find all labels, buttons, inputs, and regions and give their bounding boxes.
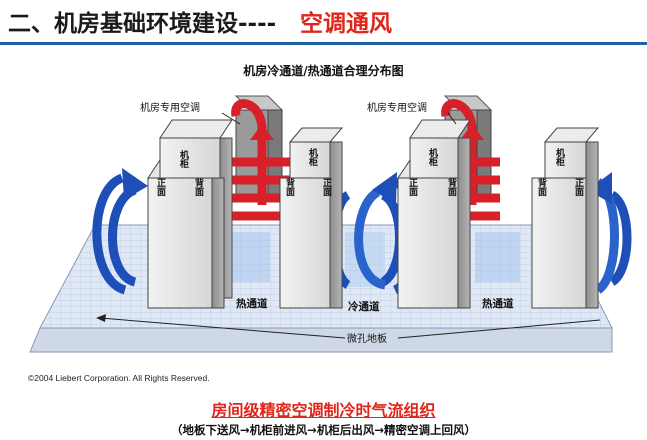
cabinet-3-label: 机柜 (427, 147, 439, 167)
caption-subtitle: （地板下送风→机柜前进风→机柜后出风→精密空调上回风） (171, 423, 476, 437)
hot-air-arrowheads (250, 124, 484, 140)
cabinet-4-back: 背面 (536, 177, 547, 197)
title-divider (0, 42, 647, 45)
floor-leaders (99, 317, 601, 339)
cabinet-2 (279, 127, 344, 309)
floor-label: 微孔地板 (347, 332, 387, 345)
copyright: ©2004 Liebert Corporation. All Rights Re… (28, 373, 210, 383)
cabinet-3 (397, 119, 471, 309)
ac-right-leader (447, 112, 457, 125)
ac-unit-left-label: 机房专用空调 (140, 101, 200, 114)
cold-aisle-label: 冷通道 (348, 300, 380, 313)
cabinet-1 (147, 119, 233, 309)
cabinet-2-front: 正面 (321, 178, 332, 197)
cabinet-1-back: 背面 (193, 177, 204, 197)
title-bar: 二、机房基础环境建设---- 空调通风 (0, 0, 647, 40)
cabinet-2-back: 背面 (284, 177, 295, 197)
ac-left-leader (221, 112, 241, 125)
diagram-title: 机房冷通道/热通道合理分布图 (243, 64, 404, 78)
cabinet-3-back: 背面 (446, 177, 457, 197)
hot-aisle-label-left: 热通道 (236, 297, 268, 310)
page-title-accent: 空调通风 (300, 11, 392, 37)
cabinet-1-label: 机柜 (178, 149, 190, 169)
floor-leader-arrowhead (96, 314, 106, 322)
cabinet-1-front: 正面 (155, 178, 166, 197)
cabinet-3-front: 正面 (407, 178, 418, 197)
hot-aisle-label-right: 热通道 (482, 297, 514, 310)
page-title: 二、机房基础环境建设---- (8, 11, 277, 37)
cabinet-4-front: 正面 (573, 178, 584, 197)
raised-floor (29, 327, 613, 353)
ac-unit-right-label: 机房专用空调 (367, 101, 427, 114)
cabinet-2-label: 机柜 (307, 147, 319, 167)
caption-title: 房间级精密空调制冷时气流组织 (211, 401, 436, 420)
cabinet-4-label: 机柜 (554, 147, 566, 167)
cold-air-arrowheads (122, 168, 612, 204)
cabinet-4 (531, 127, 600, 309)
